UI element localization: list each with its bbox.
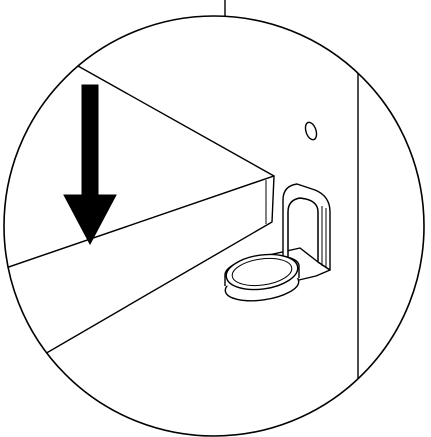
support-peg bbox=[224, 253, 300, 302]
detail-callout-circle bbox=[3, 15, 425, 437]
peg-hole bbox=[304, 121, 318, 141]
down-arrow-icon bbox=[63, 84, 117, 246]
shelf-panel bbox=[4, 39, 275, 381]
